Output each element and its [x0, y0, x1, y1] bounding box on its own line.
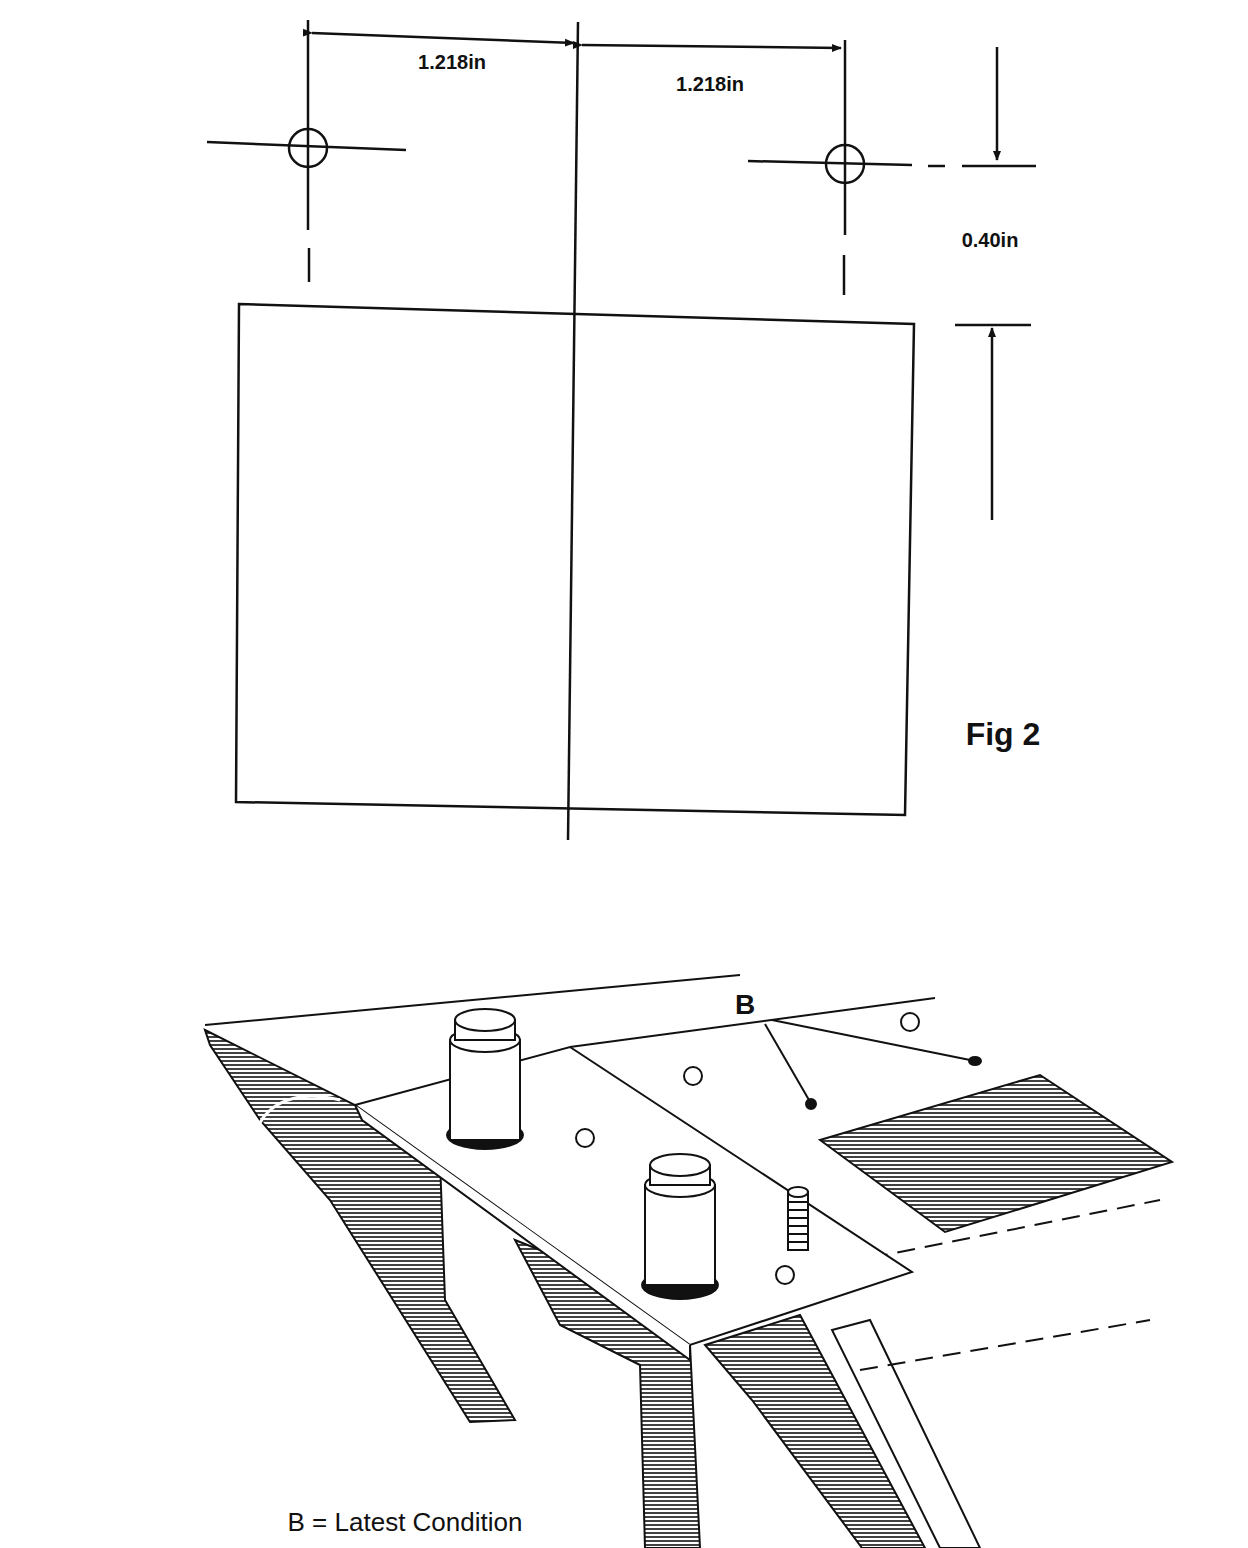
dimension-label: 0.40in: [962, 229, 1019, 251]
cross-line: [748, 161, 912, 165]
extension-line: [955, 324, 1031, 327]
cross-line: [962, 165, 1036, 168]
dimension-line: [991, 328, 994, 520]
center-line: [568, 22, 578, 840]
dimension-line: [996, 47, 999, 160]
cross-line: [207, 142, 406, 150]
cross-line: [928, 165, 945, 168]
extension-line: [843, 255, 846, 295]
callout-letter: B: [735, 990, 755, 1021]
figure-caption: Fig 2: [966, 717, 1041, 752]
dimension-line: [582, 45, 841, 48]
leader-line: [772, 1020, 970, 1060]
hole-circle: [289, 129, 327, 167]
extension-line: [307, 20, 310, 230]
plate-outline: [236, 304, 914, 815]
dimension-label: 1.218in: [418, 51, 486, 73]
leader-line: [765, 1024, 809, 1100]
extension-line: [308, 248, 311, 282]
note-text: B = Latest Condition: [288, 1508, 523, 1537]
extension-line: [844, 40, 847, 235]
dimension-label: 1.218in: [676, 73, 744, 95]
bracket-illustration: [205, 975, 1172, 1548]
dimension-line: [312, 33, 574, 43]
